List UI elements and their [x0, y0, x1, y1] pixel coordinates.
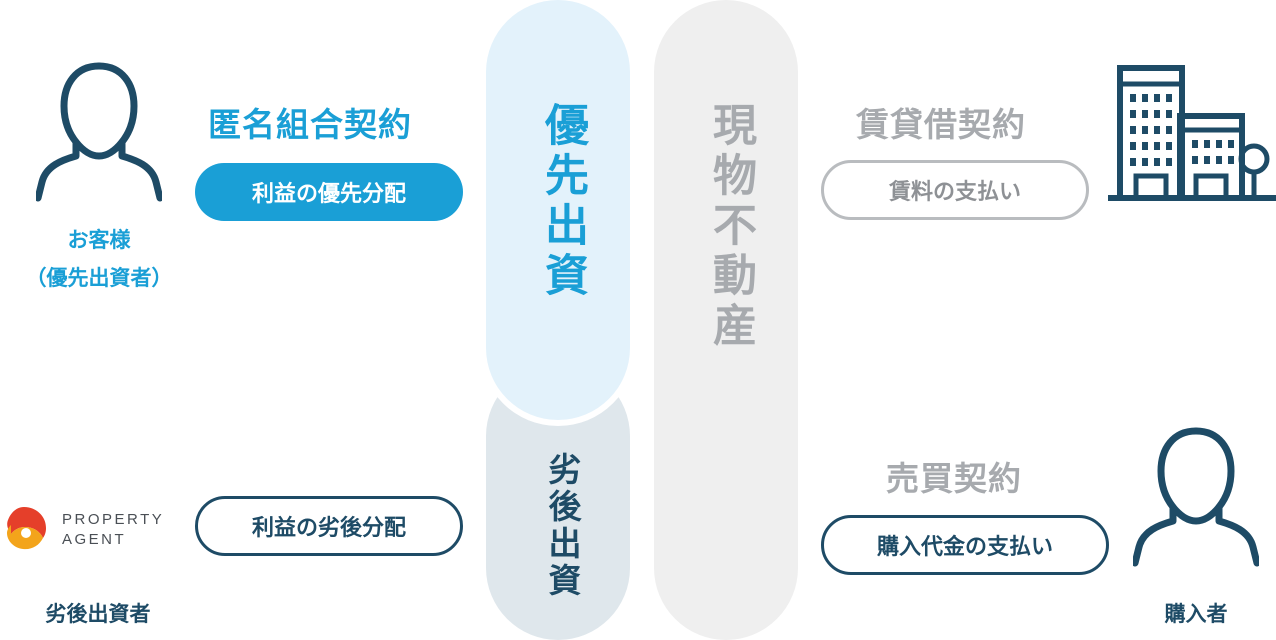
- lease-contract-title: 賃貸借契約: [856, 105, 1026, 144]
- property-agent-logo-icon: [0, 503, 50, 553]
- customer-label-line1: お客様: [67, 228, 131, 252]
- logo-text-line1: PROPERTY: [62, 511, 165, 528]
- logo-text-line2: AGENT: [62, 531, 127, 548]
- priority-investment-column: [486, 0, 630, 420]
- sale-contract-title: 売買契約: [886, 459, 1022, 498]
- real-estate-column: [654, 0, 798, 640]
- real-estate-text: 現物不動産: [705, 102, 756, 352]
- building-icon: [1108, 64, 1276, 204]
- subordinate-distribution-pill: 利益の劣後分配: [195, 496, 463, 556]
- rent-payment-pill: 賃料の支払い: [821, 160, 1089, 220]
- customer-label-line2: （優先出資者）: [25, 266, 173, 290]
- priority-investment-text: 優先出資: [537, 102, 588, 302]
- buyer-label: 購入者: [1164, 602, 1228, 626]
- customer-label: お客様 （優先出資者）: [0, 224, 198, 292]
- anonymous-partnership-title: 匿名組合契約: [208, 105, 412, 144]
- property-agent-logo-text: PROPERTY AGENT: [62, 510, 164, 550]
- subordinate-investor-label: 劣後出資者: [45, 602, 151, 626]
- customer-icon: [34, 60, 164, 202]
- buyer-icon: [1131, 425, 1261, 567]
- purchase-payment-pill: 購入代金の支払い: [821, 515, 1109, 575]
- priority-distribution-pill: 利益の優先分配: [195, 163, 463, 221]
- subordinate-investment-text: 劣後出資: [543, 452, 582, 600]
